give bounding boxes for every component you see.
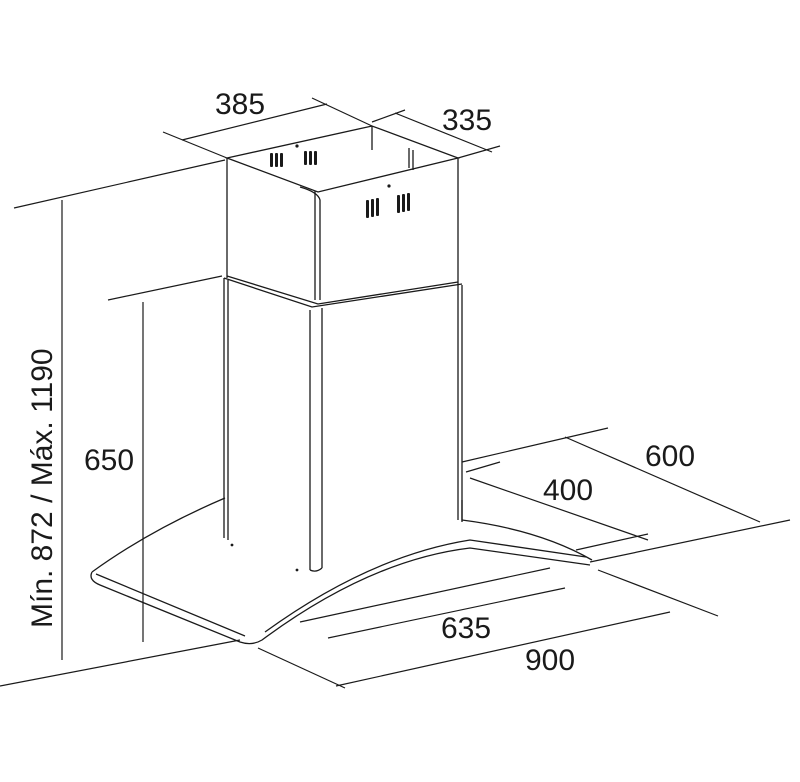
hood-width-label: 900 <box>525 644 575 677</box>
hood-depth-label: 600 <box>645 440 695 473</box>
upper-chimney-top-rim <box>224 125 461 193</box>
glass-canopy <box>90 497 593 645</box>
chimney-width-label: 385 <box>215 88 265 121</box>
total-height-range-label: Mín. 872 / Máx. 1190 <box>26 348 59 628</box>
dimension-labels: 385 335 600 400 650 Mín. 872 / Máx. 1190… <box>26 88 695 677</box>
chimney-front-width-label: 635 <box>441 612 491 645</box>
dimension-lines <box>0 97 791 689</box>
vent-grilles <box>270 144 410 218</box>
hood-height-label: 650 <box>84 444 134 477</box>
upper-chimney <box>224 125 461 305</box>
chimney-depth-label: 335 <box>442 104 492 137</box>
chimney-offset-depth-label: 400 <box>543 474 593 507</box>
lower-chimney <box>223 277 463 572</box>
